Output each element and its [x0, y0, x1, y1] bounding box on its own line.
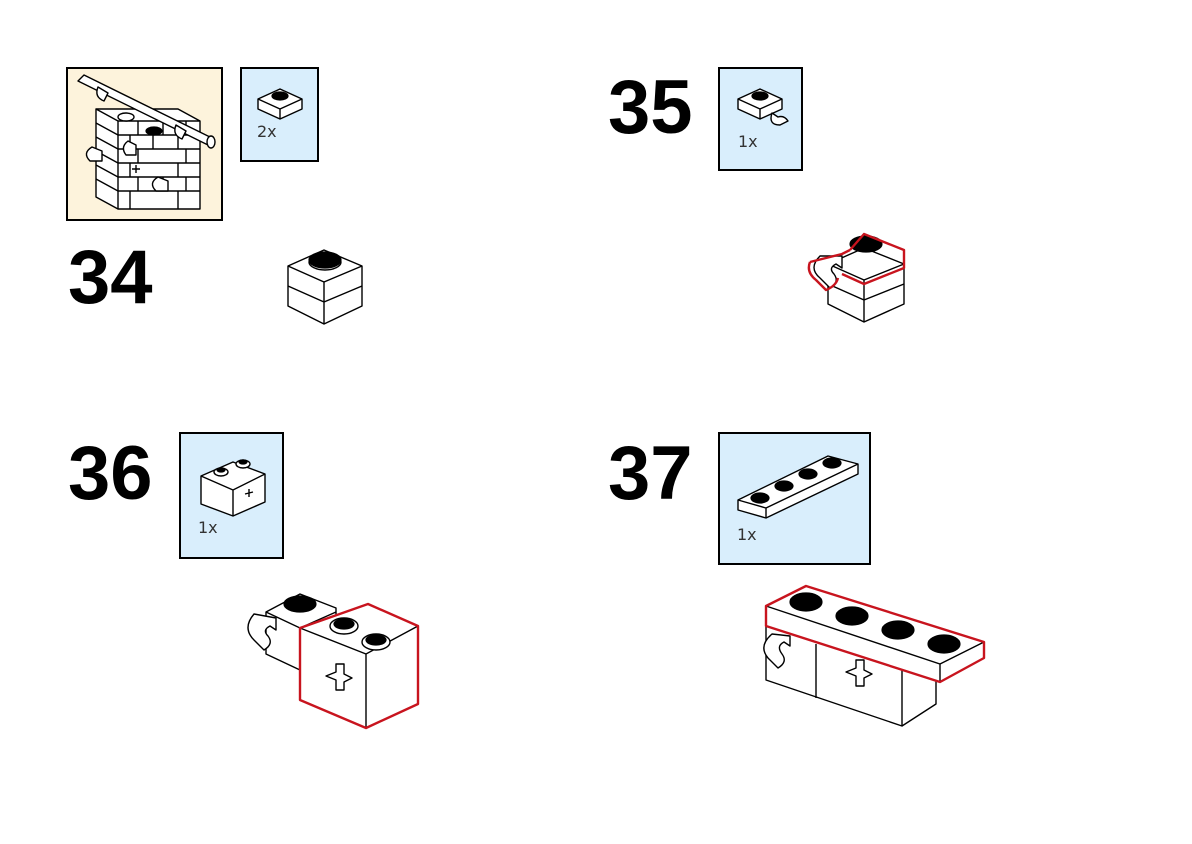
brick-1x1-plate-icon: [257, 88, 303, 120]
parts-callout: 1x: [179, 432, 284, 559]
submodel-preview: [66, 67, 223, 221]
step-number: 36: [68, 431, 153, 516]
step-number: 34: [68, 235, 153, 320]
step-36-model-icon: [247, 593, 420, 730]
step-35-model-icon: [807, 232, 906, 323]
part-quantity: 1x: [198, 518, 218, 537]
step-37-model-icon: [763, 584, 986, 727]
wall-assembly-icon: [77, 74, 216, 210]
step-number: 37: [608, 431, 693, 516]
parts-callout: 1x: [718, 432, 871, 565]
technic-brick-1x2-icon: [200, 459, 266, 517]
part-quantity: 2x: [257, 122, 277, 141]
step-34-model-icon: [287, 249, 363, 325]
clip-plate-icon: [737, 88, 789, 126]
step-number: 35: [608, 65, 693, 150]
parts-callout: 1x: [718, 67, 803, 171]
parts-callout: 2x: [240, 67, 319, 162]
plate-1x4-icon: [737, 455, 859, 519]
part-quantity: 1x: [737, 525, 757, 544]
part-quantity: 1x: [738, 132, 758, 151]
